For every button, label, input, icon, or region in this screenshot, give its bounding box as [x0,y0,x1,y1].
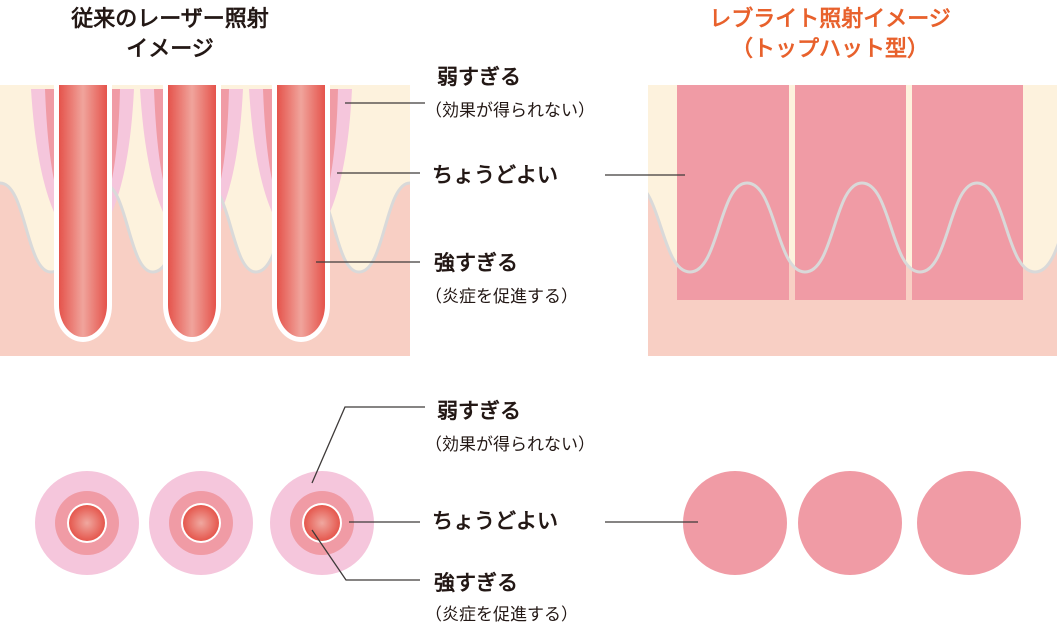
right-title-line2: （トップハット型） [731,37,929,62]
label-weak: 弱すぎる [437,65,521,89]
beam-3 [277,85,325,337]
top-hat-beam-3 [912,85,1023,300]
label-good-bottom: ちょうどよい [432,509,558,533]
left-title-line2: イメージ [126,37,214,62]
top-hat-spots [683,471,1021,575]
top-hat-cross-section [648,85,1057,356]
beam-2 [168,85,216,337]
conventional-laser-spots [35,471,374,575]
label-weak-note-bottom: （効果が得られない） [425,435,595,455]
label-strong-bottom: 強すぎる [434,571,518,595]
right-title-line1: レブライト照射イメージ [709,6,951,32]
top-hat-beam-2 [795,85,906,300]
label-strong-note-bottom: （炎症を促進する） [425,605,578,625]
laser-beams [54,85,330,342]
label-weak-note: （効果が得られない） [425,101,595,121]
left-title-line1: 従来のレーザー照射 [70,6,269,32]
conventional-laser-cross-section [0,85,410,356]
beam-1 [59,85,107,337]
label-good: ちょうどよい [432,163,558,187]
label-strong-note: （炎症を促進する） [425,287,578,307]
label-strong: 強すぎる [434,251,518,275]
label-weak-bottom: 弱すぎる [437,399,521,423]
skin-wave [648,181,1057,274]
